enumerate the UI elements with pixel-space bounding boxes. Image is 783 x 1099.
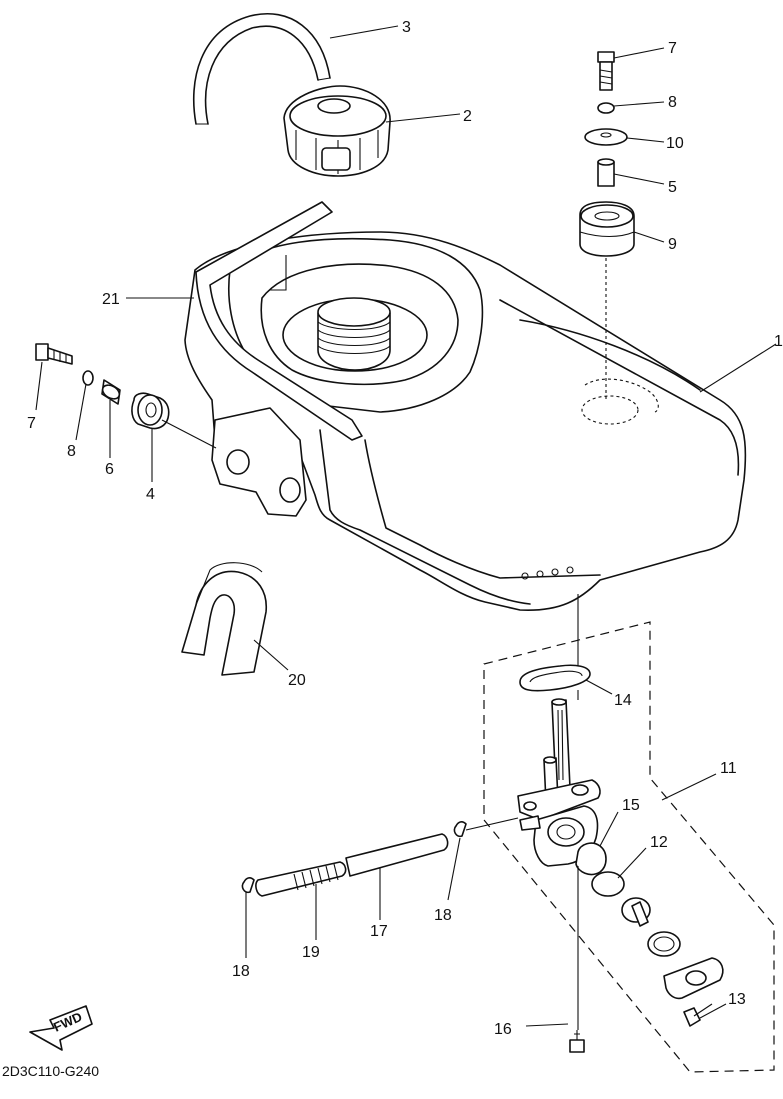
callout-20: 20 xyxy=(288,672,306,689)
callout-1: 1 xyxy=(774,333,783,350)
callout-18-left: 18 xyxy=(232,963,250,980)
fuel-line-assembly xyxy=(241,817,519,897)
callout-16: 16 xyxy=(494,1021,512,1038)
callout-8-rear: 8 xyxy=(668,94,677,111)
fuel-tank xyxy=(184,231,747,611)
callout-11: 11 xyxy=(720,760,737,777)
drawing-code: 2D3C110-G240 xyxy=(2,1063,99,1079)
callout-9: 9 xyxy=(668,236,677,253)
callout-5: 5 xyxy=(668,179,677,196)
fuel-cock-assembly xyxy=(483,594,775,1073)
tank-rubber-seal xyxy=(195,201,363,441)
callout-18-right: 18 xyxy=(434,907,452,924)
leader-lines xyxy=(35,25,777,1027)
callout-17: 17 xyxy=(370,923,388,940)
callout-2: 2 xyxy=(463,108,472,125)
callout-15: 15 xyxy=(622,797,640,814)
fuel-cap xyxy=(283,85,391,177)
callout-6: 6 xyxy=(105,461,114,478)
callout-4: 4 xyxy=(146,486,155,503)
callout-labels: 1 2 3 4 5 6 7 7 8 8 9 10 11 12 13 14 15 … xyxy=(27,19,783,1038)
forward-arrow: FWD xyxy=(29,1005,93,1051)
rubber-damper xyxy=(181,562,267,676)
callout-19: 19 xyxy=(302,944,320,961)
breather-hose xyxy=(192,12,331,125)
callout-3: 3 xyxy=(402,19,411,36)
callout-8-front: 8 xyxy=(67,443,76,460)
callout-21: 21 xyxy=(102,291,120,308)
callout-13: 13 xyxy=(728,991,746,1008)
callout-10: 10 xyxy=(666,135,684,152)
callout-14: 14 xyxy=(614,692,632,709)
callout-7-front: 7 xyxy=(27,415,36,432)
callout-7-rear: 7 xyxy=(668,40,677,57)
front-mount-hardware xyxy=(35,343,217,449)
rear-mount-hardware xyxy=(579,51,635,400)
callout-12: 12 xyxy=(650,834,668,851)
